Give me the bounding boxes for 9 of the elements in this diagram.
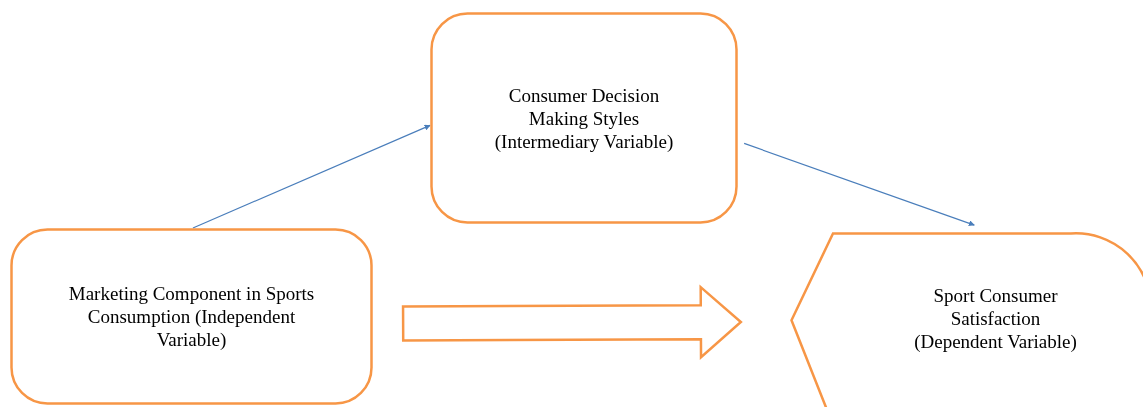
arrow: [743, 142, 975, 227]
arrow: [192, 124, 431, 229]
display-shape: [790, 232, 1141, 405]
rounded-box: [430, 12, 738, 224]
rounded-box: [10, 228, 373, 405]
node-label: Marketing Component in Sports Consumption (Independent Variable): [67, 282, 316, 351]
node-label: Sport Consumer Satisfaction (Dependent Variable): [913, 284, 1078, 353]
node-label: Consumer Decision Making Styles (Intermediary Variable): [493, 83, 675, 153]
block-arrow: [401, 284, 743, 360]
